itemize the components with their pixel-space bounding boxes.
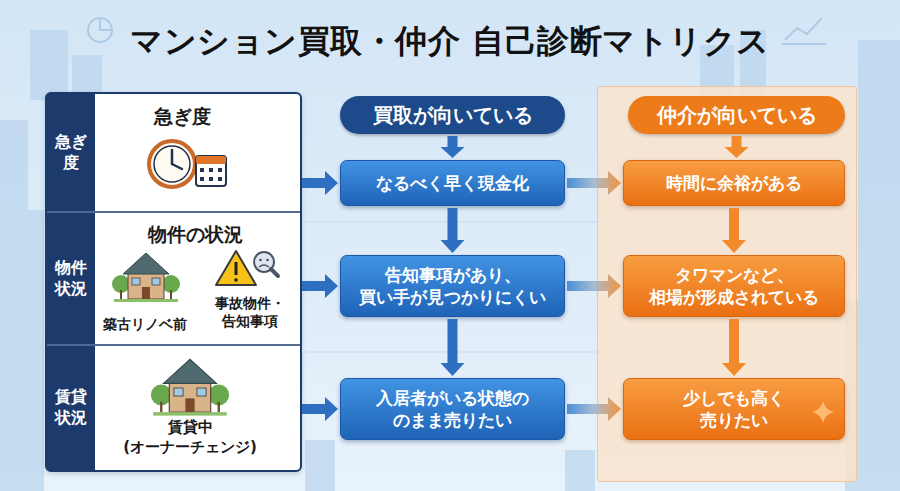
pie-chart-icon [88,18,112,42]
row-divider [47,211,95,213]
calendar-cell [209,168,213,172]
flow-arrow [302,171,338,195]
row-label: 賃貸 状況 [54,387,88,429]
chart-axis [782,43,826,45]
flow-arrow [567,274,621,298]
pie-chart-slice [100,18,112,30]
buy-box: 告知事項があり、 買い手が見つかりにくい [340,255,565,317]
broker-box: 時間に余裕がある [623,160,845,206]
icon-caption: 事故物件・ 告知事項 [200,294,300,330]
row-cell: 物件の状況築古リノベ前事故物件・ 告知事項 [95,212,300,345]
cell-heading: 賃貸中 (オーナーチェンジ) [105,418,275,457]
flow-arrow [441,136,465,158]
flow-arrow [567,397,621,421]
face-eye [259,259,262,262]
face-mouth [259,265,269,267]
line-chart-icon [785,18,822,40]
box-text: 入居者がいる状態の のまま売りたい [350,387,555,431]
flow-arrow [722,319,746,376]
faint-divider [305,352,597,353]
row-label-band: 賃貸 状況 [47,345,95,470]
row-cell: 急ぎ度 [95,94,300,212]
face-eye [266,259,269,262]
row-label: 物件 状況 [54,258,88,300]
warning-dot [234,278,238,282]
building [14,210,44,491]
row-label-band: 物件 状況 [47,212,95,345]
magnifier-handle [271,269,278,276]
faint-divider [305,222,597,223]
icon-caption: 築古リノベ前 [95,315,195,333]
box-text: なるべく早く現金化 [376,172,529,194]
row-cell: 賃貸中 (オーナーチェンジ) [95,345,300,470]
cell-heading: 急ぎ度 [107,104,257,129]
row-divider [47,344,95,346]
cell-heading: 物件の状況 [115,222,275,247]
row-label-band: 急ぎ度 [47,94,95,212]
header-pill: 買取が向いている [340,96,565,134]
flow-arrow [441,319,465,376]
calendar-icon [196,156,226,186]
building [565,450,595,491]
warning-mark [235,262,238,275]
broker-box: 少しでも高く 売りたい [623,378,845,440]
calendar-cell [218,177,222,181]
calendar-header [196,156,226,164]
building [30,30,68,100]
flow-arrow [567,171,621,195]
warning-icon [216,251,256,285]
building [305,440,335,491]
sparkle [812,401,834,423]
flow-arrow [722,208,746,253]
flow-arrow [725,136,749,158]
box-text: 告知事項があり、 買い手が見つかりにくい [350,264,555,308]
calendar-cell [209,177,213,181]
clock-icon [149,141,195,187]
row-divider [95,211,300,213]
header-text: 買取が向いている [373,102,533,128]
clock-hand [171,150,174,164]
flow-arrow [441,208,465,253]
broker-box: タワマンなど、 相場が形成されている [623,255,845,317]
flow-arrow [302,274,338,298]
calendar-cell [200,177,204,181]
house-icon [112,253,180,302]
calendar-cell [218,168,222,172]
header-text: 仲介が向いている [657,102,817,128]
calendar-cell [200,168,204,172]
house-icon [151,359,229,415]
box-text: タワマンなど、 相場が形成されている [632,264,837,308]
row-label: 急ぎ度 [54,132,88,174]
box-text: 少しでも高く 売りたい [659,387,809,431]
box-text: 時間に余裕がある [666,172,802,194]
clock-hand [172,164,182,169]
row-divider [95,344,300,346]
clock-face [154,146,190,182]
header-pill: 仲介が向いている [628,96,845,134]
buy-box: 入居者がいる状態の のまま売りたい [340,378,565,440]
flow-arrow [302,397,338,421]
buy-box: なるべく早く現金化 [340,160,565,206]
diagram-title: マンション買取・仲介 自己診断マトリクス [0,20,900,64]
